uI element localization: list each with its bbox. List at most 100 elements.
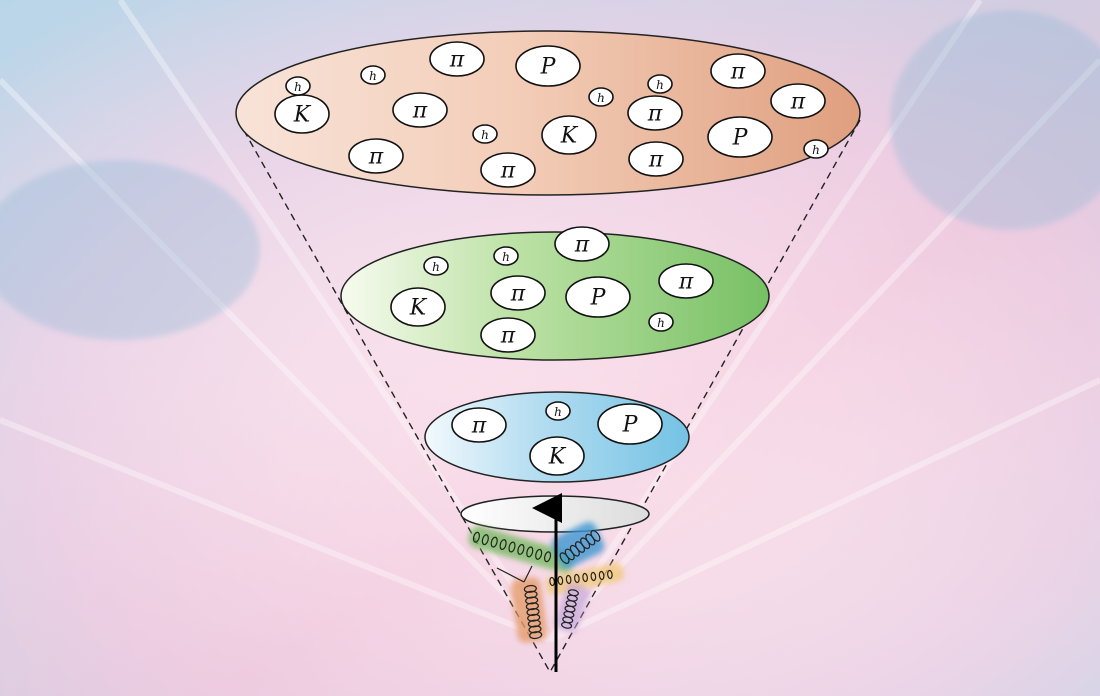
kaon-particle: K	[274, 94, 330, 134]
kaon-particle: K	[541, 115, 597, 155]
gluon-coils	[472, 530, 613, 640]
gluon-yellow-loop	[590, 571, 597, 582]
quark-line-left-2	[523, 565, 533, 583]
hadron-label: h	[432, 260, 440, 274]
hadron-label: h	[812, 143, 820, 157]
gluon-green-loop	[517, 543, 525, 555]
gluon-band-yellow	[546, 563, 624, 595]
hadron-label: h	[554, 405, 562, 419]
pion-label: π	[500, 159, 516, 184]
gluon-green-loop	[481, 534, 489, 546]
cone-outline	[237, 119, 861, 673]
pion-particle: π	[627, 95, 683, 131]
hadron-particle: h	[423, 256, 449, 276]
pion-circle	[770, 83, 826, 119]
pion-particle: π	[480, 317, 536, 353]
gluon-green-loop	[543, 551, 552, 563]
hadron-circle	[803, 139, 829, 159]
hadron-particle: h	[588, 87, 614, 107]
gluon-orange-loop	[527, 613, 541, 622]
pion-circle	[429, 41, 485, 77]
pion-circle	[480, 317, 536, 353]
pion-circle	[710, 53, 766, 89]
hadron-particle: h	[803, 139, 829, 159]
proton-particle: P	[515, 45, 581, 87]
proton-label: P	[540, 55, 557, 80]
pion-circle	[627, 95, 683, 131]
pion-circle	[490, 275, 546, 311]
hadron-particle: h	[648, 312, 674, 332]
hadron-circle	[472, 124, 498, 144]
pion-particle: π	[490, 275, 546, 311]
kaon-label: K	[409, 296, 428, 321]
pion-label: π	[368, 145, 384, 170]
gluon-yellow-loop	[598, 570, 605, 581]
pion-particle: π	[348, 138, 404, 174]
kaon-label: K	[293, 103, 312, 128]
gluon-yellow-loop	[607, 569, 613, 580]
pion-circle	[628, 141, 684, 177]
gluon-orange-loop	[528, 625, 542, 634]
pion-label: π	[471, 414, 487, 439]
gluon-green-loop	[472, 531, 481, 543]
hadron-label: h	[657, 316, 665, 330]
proton-particle: P	[707, 116, 773, 158]
hadron-label: h	[369, 69, 377, 83]
hadron-label: h	[656, 78, 664, 92]
pion-label: π	[500, 324, 516, 349]
kaon-label: K	[548, 445, 567, 470]
hadron-circle	[647, 74, 673, 94]
pion-circle	[554, 226, 610, 262]
proton-circle	[515, 45, 581, 87]
kaon-particle: K	[529, 436, 585, 476]
pion-circle	[451, 407, 507, 443]
gluon-orange-loop	[524, 590, 538, 599]
pion-circle	[658, 263, 714, 299]
gluon-blue-loop	[590, 530, 601, 542]
pion-particle: π	[628, 141, 684, 177]
gluon-orange-loop	[525, 602, 539, 611]
proton-label: P	[590, 286, 607, 311]
hadron-particle: h	[285, 76, 311, 96]
gluon-yellow-loop	[565, 574, 572, 585]
pion-particle: π	[392, 92, 448, 128]
hadron-particle: h	[545, 401, 571, 421]
gluon-orange-loop	[525, 596, 539, 605]
proton-circle	[597, 403, 663, 445]
pion-label: π	[790, 90, 806, 115]
gluon-green-loop	[526, 546, 534, 558]
pion-label: π	[678, 270, 694, 295]
hadron-label: h	[597, 91, 605, 105]
pion-label: π	[449, 48, 465, 73]
proton-circle	[565, 276, 631, 318]
gluon-yellow-loop	[557, 575, 564, 586]
pion-label: π	[730, 60, 746, 85]
proton-label: P	[732, 126, 749, 151]
kaon-circle	[390, 287, 446, 327]
pion-particle: π	[451, 407, 507, 443]
gluon-green-loop	[535, 548, 543, 560]
pion-circle	[392, 92, 448, 128]
pion-label: π	[648, 148, 664, 173]
hadron-particle: h	[472, 124, 498, 144]
pion-particle: π	[554, 226, 610, 262]
hadron-particle: h	[647, 74, 673, 94]
kaon-circle	[529, 436, 585, 476]
proton-particle: P	[565, 276, 631, 318]
pion-particle: π	[770, 83, 826, 119]
kaon-particle: K	[390, 287, 446, 327]
hadron-label: h	[481, 128, 489, 142]
hadron-particle: h	[360, 65, 386, 85]
pion-circle	[480, 152, 536, 188]
gluon-orange-loop	[526, 608, 540, 616]
background-blue-haze	[0, 160, 260, 340]
gluon-orange-loop	[527, 619, 541, 628]
kaon-circle	[541, 115, 597, 155]
pion-circle	[348, 138, 404, 174]
pion-label: π	[647, 102, 663, 127]
